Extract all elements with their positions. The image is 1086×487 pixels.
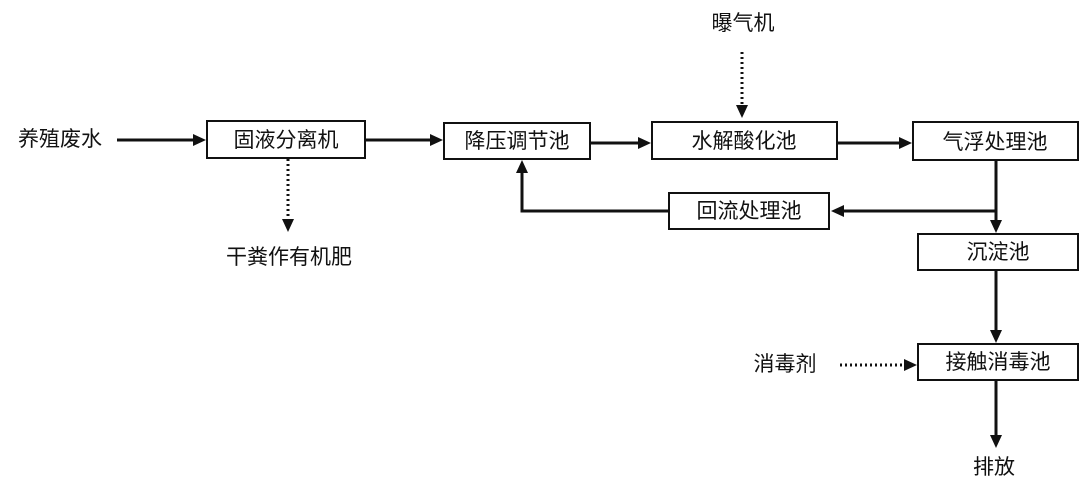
node-pressure-pool-label: 降压调节池 <box>465 129 570 153</box>
arrowhead-aerator-to-hydrolysis <box>736 105 748 118</box>
arrowhead-hydrolysis-to-flotation <box>899 137 912 149</box>
edge-reflux-to-pressure-pool <box>520 172 668 213</box>
node-separator-label: 固液分离机 <box>234 128 339 152</box>
node-flotation-pool-label: 气浮处理池 <box>943 130 1048 154</box>
node-dry-manure-label: 干粪作有机肥 <box>226 245 352 269</box>
node-aerator-label: 曝气机 <box>712 11 775 35</box>
node-reflux-pool-label: 回流处理池 <box>697 199 802 223</box>
node-discharge-label: 排放 <box>973 455 1015 479</box>
node-disinfectant-label: 消毒剂 <box>754 352 817 376</box>
node-reflux-pool: 回流处理池 <box>668 192 830 230</box>
flow-connectors <box>117 134 1002 448</box>
arrowhead-reflux-to-pressure-pool <box>516 160 528 173</box>
node-hydrolysis-pool-label: 水解酸化池 <box>692 129 797 153</box>
arrowhead-separator-to-dry-manure <box>282 219 294 232</box>
node-separator: 固液分离机 <box>206 120 366 159</box>
node-disinfection-pool-label: 接触消毒池 <box>946 350 1051 374</box>
arrowhead-source-to-separator <box>193 134 206 146</box>
node-hydrolysis-pool: 水解酸化池 <box>651 121 838 160</box>
dotted-connectors <box>282 52 917 371</box>
arrowhead-sedimentation-to-disinfection <box>990 330 1002 343</box>
node-sedimentation-pool-label: 沉淀池 <box>967 240 1030 264</box>
arrowhead-separator-to-pressure-pool <box>430 134 443 146</box>
arrowhead-disinfection-to-discharge <box>990 435 1002 448</box>
node-disinfection-pool: 接触消毒池 <box>917 343 1079 381</box>
node-pressure-pool: 降压调节池 <box>443 122 591 160</box>
node-sedimentation-pool: 沉淀池 <box>917 233 1079 271</box>
arrowhead-flotation-to-sedimentation <box>990 220 1002 233</box>
arrowhead-pressure-to-hydrolysis <box>638 137 651 149</box>
node-source-label: 养殖废水 <box>18 127 102 151</box>
arrowhead-disinfectant-to-disinfection <box>904 359 917 371</box>
node-flotation-pool: 气浮处理池 <box>912 121 1079 161</box>
arrowhead-flotation-to-reflux <box>831 205 844 217</box>
